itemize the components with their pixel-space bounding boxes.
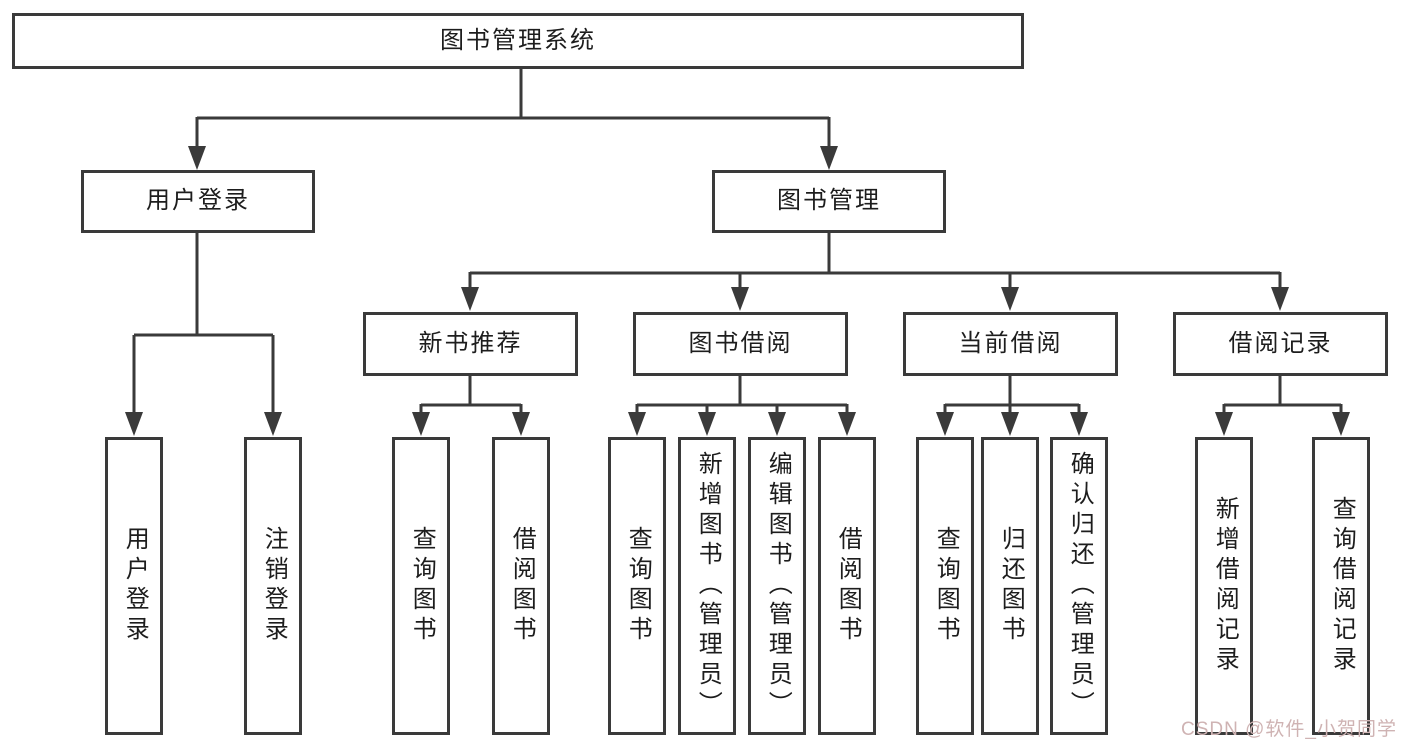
connector-root — [195, 69, 831, 150]
leaf-query-books-borrowing: 查询图书 — [608, 437, 666, 735]
leaf-return-books: 归还图书 — [981, 437, 1039, 735]
leaf-query-borrow-record: 查询借阅记录 — [1312, 437, 1370, 735]
leaf-add-borrow-record: 新增借阅记录 — [1195, 437, 1253, 735]
leaf-edit-books-admin: 编辑图书（管理员） — [748, 437, 806, 735]
leaf-borrow-books-newbook: 借阅图书 — [492, 437, 550, 735]
connector-book-management — [468, 233, 1282, 290]
leaf-confirm-return-admin: 确认归还（管理员） — [1050, 437, 1108, 735]
arrowheads — [125, 146, 1350, 436]
node-user-login: 用户登录 — [81, 170, 315, 233]
node-borrowing-records: 借阅记录 — [1173, 312, 1388, 376]
leaf-user-login: 用户登录 — [105, 437, 163, 735]
node-current-borrowing: 当前借阅 — [903, 312, 1118, 376]
leaf-add-books-admin: 新增图书（管理员） — [678, 437, 736, 735]
node-book-borrowing: 图书借阅 — [633, 312, 848, 376]
csdn-watermark: CSDN @软件_小贺同学 — [1181, 719, 1397, 740]
connector-new-book — [419, 376, 523, 414]
node-new-book-recommendation: 新书推荐 — [363, 312, 578, 376]
node-book-management: 图书管理 — [712, 170, 946, 233]
node-library-system: 图书管理系统 — [12, 13, 1024, 69]
leaf-query-books-newbook: 查询图书 — [392, 437, 450, 735]
leaf-query-books-current: 查询图书 — [916, 437, 974, 735]
connector-borrowing-records — [1222, 376, 1343, 414]
connector-book-borrowing — [635, 376, 849, 414]
leaf-logout: 注销登录 — [244, 437, 302, 735]
connector-current-borrowing — [943, 376, 1081, 414]
leaf-borrow-books-borrowing: 借阅图书 — [818, 437, 876, 735]
connector-user-login — [132, 233, 275, 415]
